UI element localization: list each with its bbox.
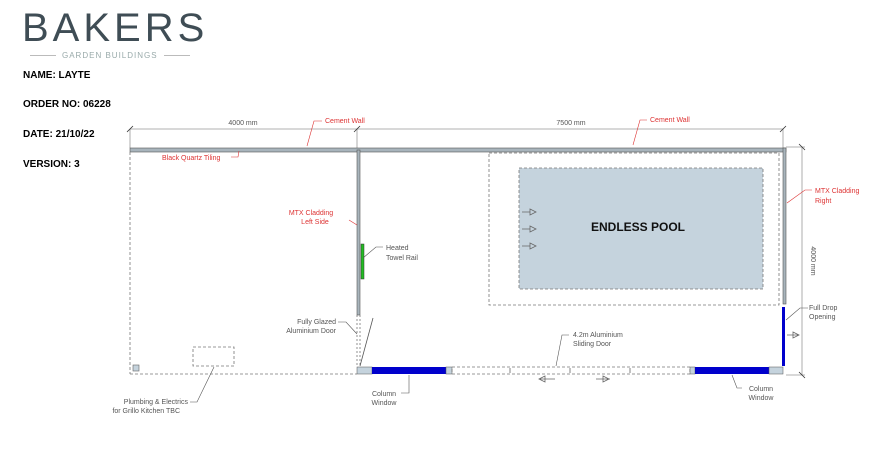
towel-rail-label-2: Towel Rail	[386, 255, 418, 262]
leader-lines	[190, 119, 812, 403]
dimension-lines	[126, 125, 806, 379]
column-left-label-1: Column	[372, 391, 396, 398]
sliding-door	[451, 366, 691, 375]
dimension-left-width: 4000 mm	[228, 120, 257, 127]
cement-wall-label-right: Cement Wall	[650, 117, 690, 124]
full-drop-label-1: Full Drop	[809, 305, 838, 312]
door-swing	[359, 317, 374, 367]
order-number: ORDER NO: 06228	[23, 99, 111, 110]
logo-tagline: GARDEN BUILDINGS	[24, 51, 186, 61]
pool-label: ENDLESS POOL	[591, 220, 685, 234]
sliding-door-label-1: 4.2m Aluminium	[573, 332, 623, 339]
column-post	[445, 366, 453, 375]
top-wall	[129, 147, 787, 153]
sliding-door-mullions	[509, 368, 631, 373]
endless-pool	[518, 167, 764, 290]
towel-rail-label-1: Heated	[386, 245, 409, 252]
current-arrows	[522, 208, 537, 250]
customer-name: NAME: LAYTE	[23, 70, 91, 81]
date: DATE: 21/10/22	[23, 129, 95, 140]
divider-wall	[356, 149, 361, 316]
column-post	[356, 366, 373, 375]
mtx-right-label-2: Right	[815, 198, 831, 205]
pool-surround	[488, 152, 780, 306]
column-left-label-2: Window	[372, 400, 398, 407]
column-post	[689, 366, 696, 375]
corner-post	[132, 364, 140, 372]
mtx-right-label-1: MTX Cladding	[815, 188, 859, 195]
sliding-arrows	[538, 331, 800, 383]
dimension-right-width: 7500 mm	[556, 120, 585, 127]
column-right-label-2: Window	[749, 395, 775, 402]
column-post	[768, 366, 784, 375]
version: VERSION: 3	[23, 159, 80, 170]
kitchen-area	[192, 346, 235, 367]
column-window-right	[695, 367, 769, 374]
door-label-2: Aluminium Door	[286, 328, 336, 335]
heated-towel-rail	[360, 243, 365, 280]
full-drop-label-2: Opening	[809, 314, 836, 321]
full-drop-opening	[782, 307, 785, 366]
mtx-left-label-1: MTX Cladding	[289, 210, 333, 217]
sliding-door-label-2: Sliding Door	[573, 341, 612, 348]
plumbing-label-2: for Grillo Kitchen TBC	[112, 408, 180, 415]
black-quartz-label: Black Quartz Tiling	[162, 155, 220, 162]
cement-wall-label-left: Cement Wall	[325, 118, 365, 125]
door-label-1: Fully Glazed	[297, 319, 336, 326]
plumbing-label-1: Plumbing & Electrics	[124, 399, 189, 406]
column-window-left	[372, 367, 446, 374]
dimension-depth: 4000 mm	[809, 246, 816, 275]
mtx-left-label-2: Left Side	[301, 219, 329, 226]
logo: BAKERS	[22, 6, 209, 50]
column-right-label-1: Column	[749, 386, 773, 393]
right-wall	[782, 147, 787, 305]
